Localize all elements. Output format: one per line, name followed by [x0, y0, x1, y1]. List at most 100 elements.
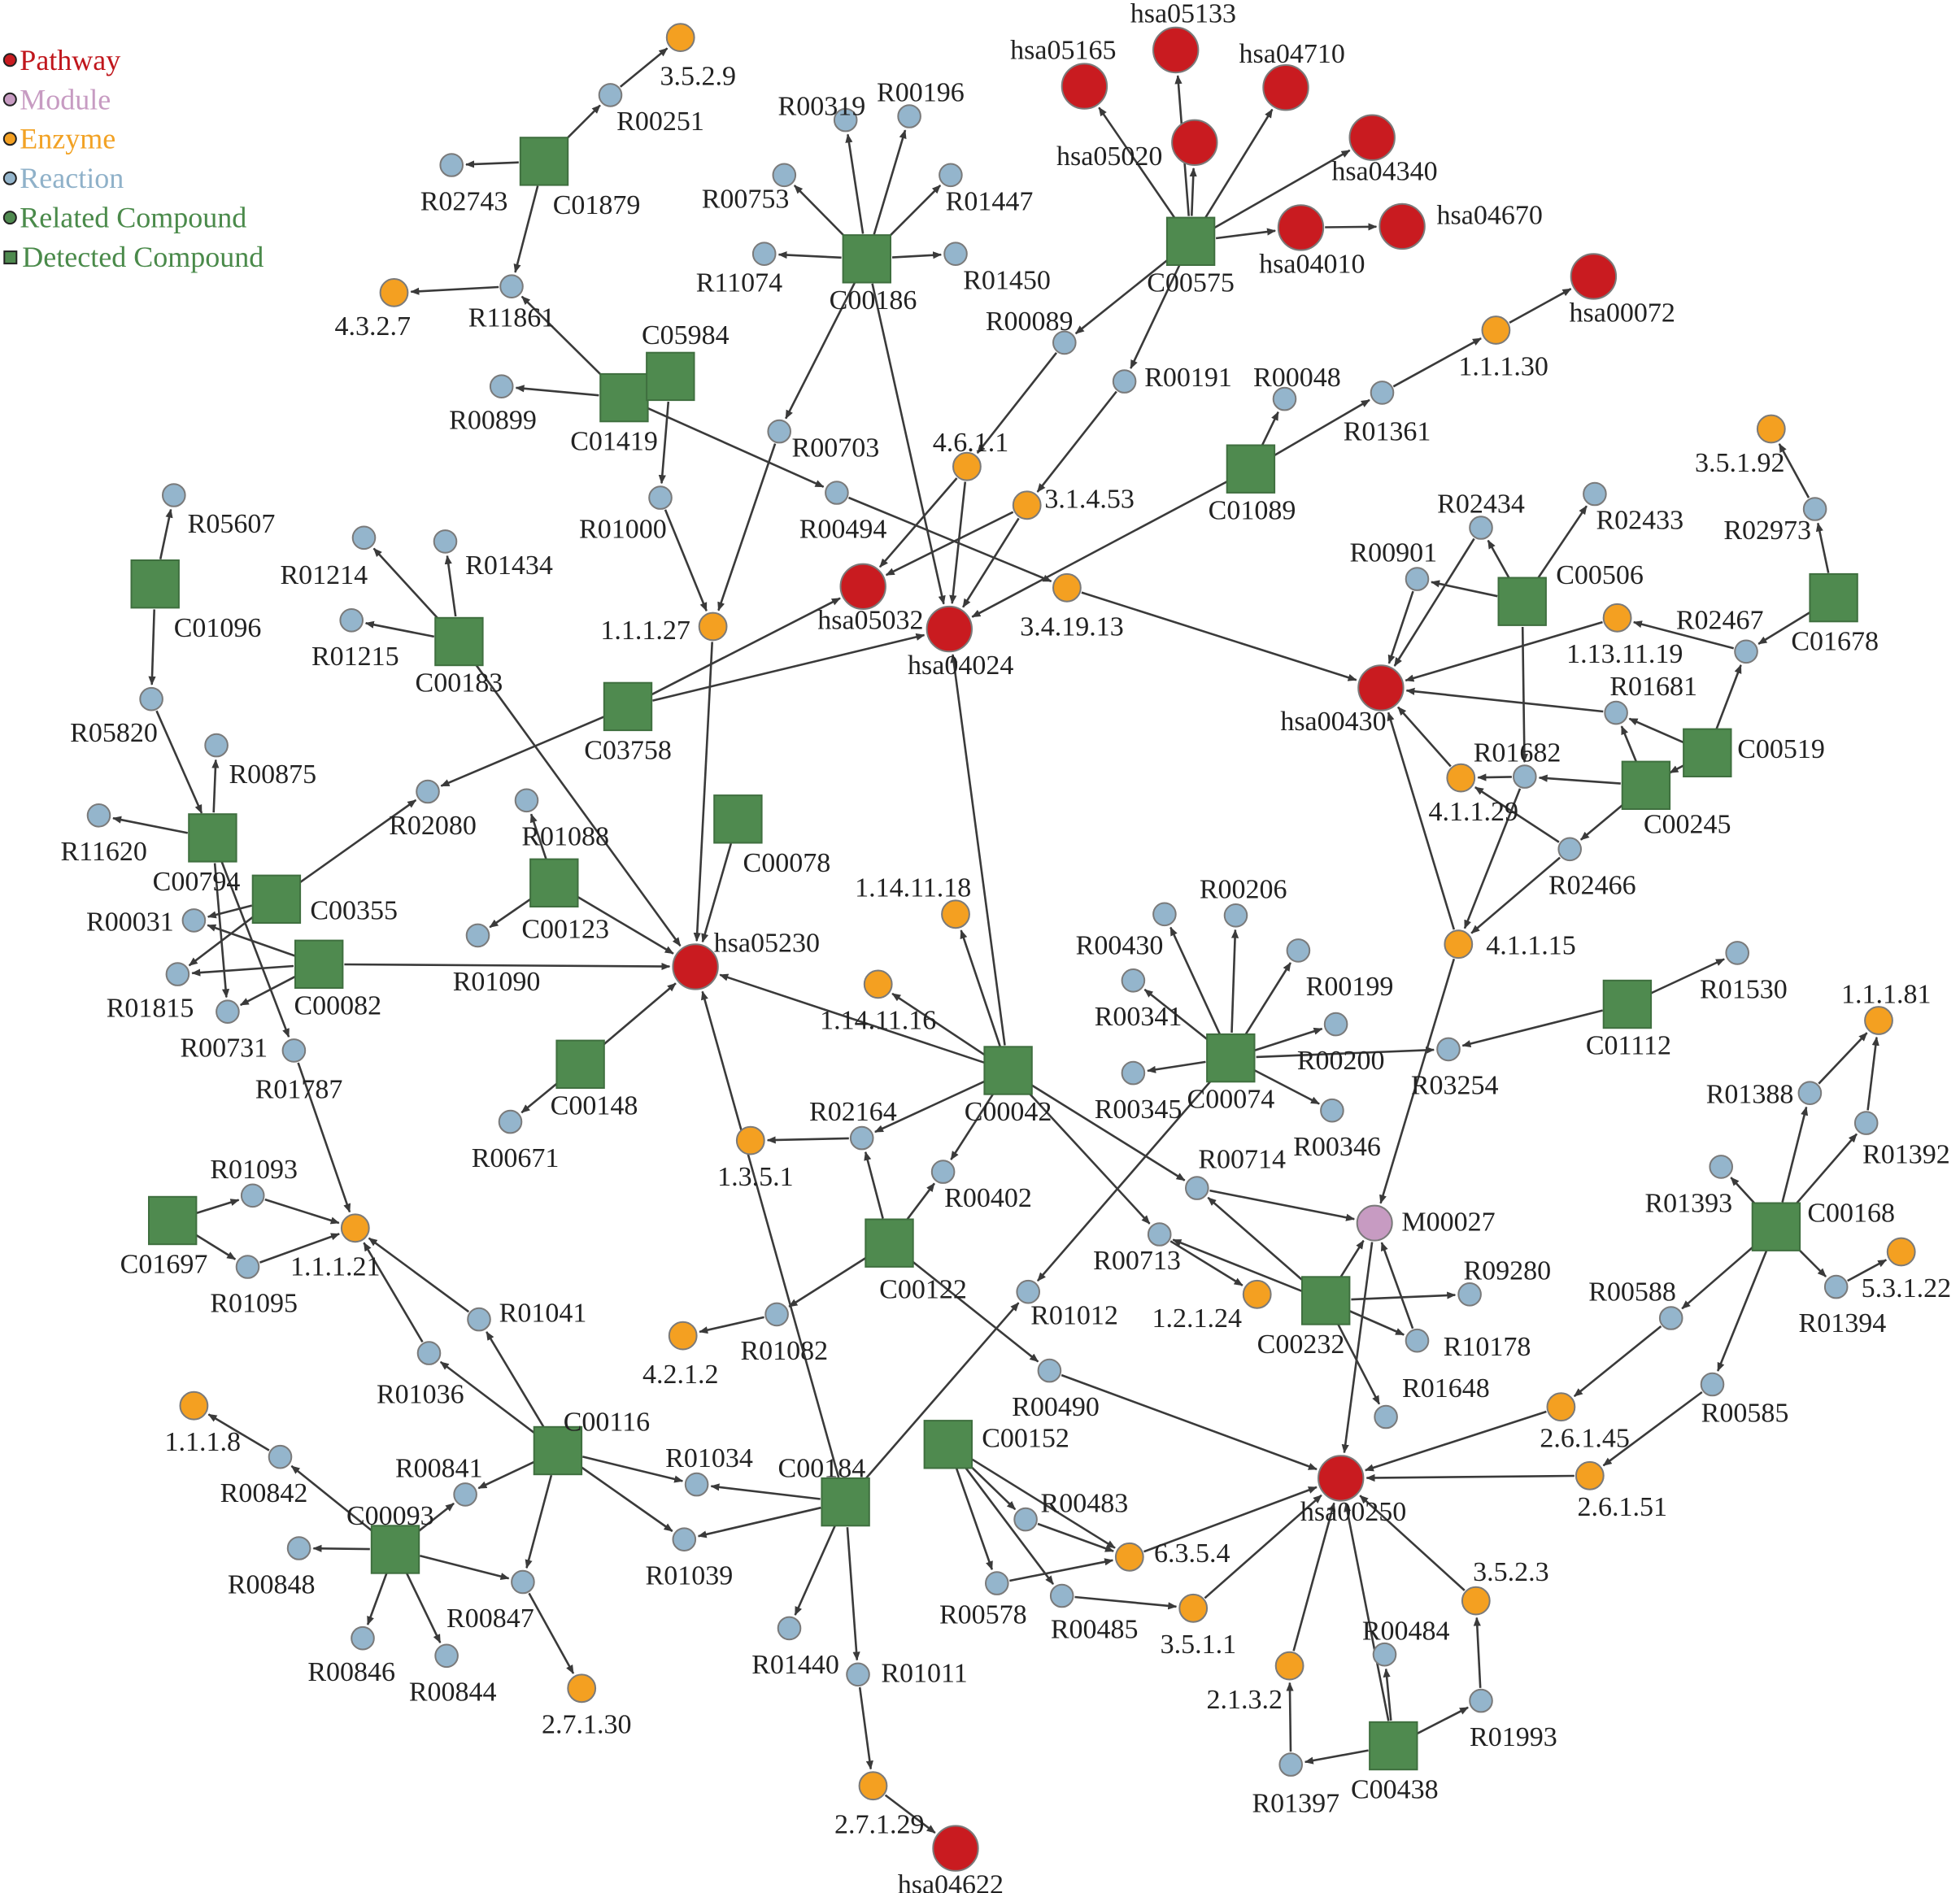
node-reaction-R00345[interactable]: R00345 [1095, 1060, 1183, 1125]
node-reaction-R01682[interactable]: R01682 [1474, 738, 1561, 789]
node-reaction-R00200[interactable]: R00200 [1297, 1012, 1385, 1076]
node-reaction-R01093[interactable]: R01093 [210, 1155, 298, 1208]
node-reaction-R00588[interactable]: R00588 [1588, 1277, 1683, 1330]
node-reaction-R00753[interactable]: R00753 [702, 163, 797, 215]
node-reaction-R00848[interactable]: R00848 [228, 1536, 316, 1599]
node-module-M00027[interactable]: M00027 [1356, 1204, 1496, 1242]
node-reaction-R00585[interactable]: R00585 [1700, 1372, 1789, 1429]
node-reaction-R00844[interactable]: R00844 [409, 1643, 497, 1708]
node-reaction-R03254[interactable]: R03254 [1411, 1037, 1499, 1101]
node-detected-C00082[interactable]: C00082 [294, 939, 381, 1021]
node-enzyme-1.2.1.24[interactable]: 1.2.1.24 [1152, 1279, 1272, 1334]
node-detected-C00074[interactable]: C00074 [1187, 1033, 1275, 1115]
node-enzyme-3.5.2.3[interactable]: 3.5.2.3 [1461, 1557, 1549, 1616]
node-detected-C01089[interactable]: C01089 [1209, 444, 1296, 526]
node-reaction-R01095[interactable]: R01095 [210, 1255, 298, 1318]
node-reaction-R01392[interactable]: R01392 [1853, 1111, 1950, 1169]
node-pathway-hsa05032[interactable]: hsa05032 [817, 563, 924, 636]
node-reaction-R01681[interactable]: R01681 [1604, 672, 1697, 725]
node-reaction-R01000[interactable]: R01000 [579, 485, 673, 544]
node-reaction-R01012[interactable]: R01012 [1016, 1279, 1118, 1331]
node-pathway-hsa00072[interactable]: hsa00072 [1570, 253, 1675, 328]
node-reaction-R09280[interactable]: R09280 [1457, 1255, 1551, 1307]
node-enzyme-3.4.19.13[interactable]: 3.4.19.13 [1020, 572, 1124, 642]
node-detected-C03758[interactable]: C03758 [584, 681, 672, 766]
node-reaction-R02466[interactable]: R02466 [1548, 837, 1636, 901]
node-enzyme-3.5.1.1[interactable]: 3.5.1.1 [1161, 1593, 1237, 1660]
node-reaction-R01447[interactable]: R01447 [939, 163, 1033, 217]
node-reaction-R01361[interactable]: R01361 [1344, 381, 1431, 446]
node-detected-C00123[interactable]: C00123 [521, 858, 609, 945]
node-reaction-R01393[interactable]: R01393 [1644, 1155, 1733, 1218]
node-detected-C00078[interactable]: C00078 [713, 794, 830, 878]
node-reaction-R01041[interactable]: R01041 [467, 1299, 586, 1332]
node-reaction-R00251[interactable]: R00251 [598, 83, 704, 137]
node-reaction-R00483[interactable]: R00483 [1013, 1488, 1128, 1532]
node-detected-C01879[interactable]: C01879 [519, 137, 641, 220]
node-reaction-R01088[interactable]: R01088 [514, 788, 609, 852]
node-reaction-R02434[interactable]: R02434 [1437, 490, 1525, 540]
node-detected-C01112[interactable]: C01112 [1586, 979, 1671, 1061]
node-detected-C00168[interactable]: C00168 [1751, 1199, 1895, 1251]
node-detected-C00116[interactable]: C00116 [533, 1407, 650, 1476]
node-pathway-hsa05133[interactable]: hsa05133 [1130, 0, 1236, 74]
node-detected-C00148[interactable]: C00148 [551, 1039, 638, 1121]
node-reaction-R00485[interactable]: R00485 [1049, 1583, 1139, 1645]
node-detected-C05984[interactable]: C05984 [642, 320, 730, 402]
node-reaction-R11074[interactable]: R11074 [696, 242, 782, 298]
node-detected-C01697[interactable]: C01697 [120, 1195, 208, 1280]
node-reaction-R00346[interactable]: R00346 [1293, 1098, 1381, 1162]
node-enzyme-1.14.11.16[interactable]: 1.14.11.16 [820, 969, 936, 1036]
node-enzyme-4.2.1.2[interactable]: 4.2.1.2 [642, 1321, 719, 1390]
node-reaction-R01815[interactable]: R01815 [107, 962, 194, 1023]
node-detected-C00232[interactable]: C00232 [1257, 1276, 1351, 1360]
node-pathway-hsa00430[interactable]: hsa00430 [1280, 664, 1405, 737]
node-reaction-R00191[interactable]: R00191 [1112, 363, 1232, 394]
node-reaction-R00048[interactable]: R00048 [1253, 363, 1341, 411]
node-reaction-R00430[interactable]: R00430 [1076, 902, 1177, 961]
node-pathway-hsa05020[interactable]: hsa05020 [1056, 119, 1218, 172]
node-reaction-R01036[interactable]: R01036 [377, 1341, 464, 1410]
node-reaction-R00841[interactable]: R00841 [395, 1453, 483, 1507]
node-reaction-R01388[interactable]: R01388 [1706, 1080, 1823, 1110]
node-detected-C00093[interactable]: C00093 [346, 1501, 434, 1574]
node-reaction-R01787[interactable]: R01787 [255, 1038, 343, 1104]
node-enzyme-2.6.1.45[interactable]: 2.6.1.45 [1540, 1392, 1630, 1453]
node-reaction-R01993[interactable]: R01993 [1469, 1688, 1557, 1752]
node-pathway-hsa00250[interactable]: hsa00250 [1300, 1455, 1406, 1527]
node-enzyme-4.1.1.29[interactable]: 4.1.1.29 [1428, 763, 1518, 827]
node-reaction-R00901[interactable]: R00901 [1349, 538, 1437, 591]
node-enzyme-1.13.11.19[interactable]: 1.13.11.19 [1566, 603, 1683, 669]
node-detected-C00794[interactable]: C00794 [153, 813, 241, 897]
node-reaction-R00089[interactable]: R00089 [986, 307, 1077, 355]
node-pathway-hsa04010[interactable]: hsa04010 [1259, 204, 1365, 279]
node-reaction-R00196[interactable]: R00196 [877, 78, 965, 128]
node-pathway-hsa05165[interactable]: hsa05165 [1010, 35, 1116, 110]
node-reaction-R00490[interactable]: R00490 [1012, 1358, 1100, 1422]
node-reaction-R01090[interactable]: R01090 [453, 923, 541, 998]
node-enzyme-5.3.1.22[interactable]: 5.3.1.22 [1862, 1237, 1952, 1303]
node-reaction-R00703[interactable]: R00703 [767, 419, 879, 463]
node-reaction-R02743[interactable]: R02743 [420, 153, 508, 216]
node-enzyme-3.5.2.9[interactable]: 3.5.2.9 [660, 23, 736, 92]
node-reaction-R00199[interactable]: R00199 [1286, 938, 1394, 1002]
node-reaction-R00671[interactable]: R00671 [472, 1109, 560, 1173]
node-enzyme-2.7.1.30[interactable]: 2.7.1.30 [542, 1673, 632, 1740]
node-detected-C00438[interactable]: C00438 [1351, 1721, 1439, 1805]
node-reaction-R01394[interactable]: R01394 [1799, 1274, 1887, 1338]
node-reaction-R00899[interactable]: R00899 [449, 374, 537, 436]
node-enzyme-1.1.1.81[interactable]: 1.1.1.81 [1841, 980, 1932, 1035]
node-reaction-R01034[interactable]: R01034 [665, 1443, 753, 1497]
node-reaction-R00206[interactable]: R00206 [1200, 874, 1287, 928]
node-reaction-R11620[interactable]: R11620 [60, 803, 147, 867]
node-reaction-R00713[interactable]: R00713 [1093, 1222, 1181, 1276]
node-enzyme-3.1.4.53[interactable]: 3.1.4.53 [1012, 484, 1135, 520]
node-reaction-R02164[interactable]: R02164 [809, 1097, 897, 1151]
node-enzyme-1.1.1.21[interactable]: 1.1.1.21 [290, 1213, 381, 1282]
node-enzyme-1.3.5.1[interactable]: 1.3.5.1 [717, 1125, 794, 1192]
node-reaction-R00341[interactable]: R00341 [1095, 968, 1183, 1032]
node-enzyme-4.1.1.15[interactable]: 4.1.1.15 [1444, 929, 1576, 961]
node-detected-C00183[interactable]: C00183 [416, 616, 503, 698]
node-reaction-R02467[interactable]: R02467 [1676, 606, 1764, 664]
node-enzyme-2.7.1.29[interactable]: 2.7.1.29 [834, 1771, 925, 1840]
